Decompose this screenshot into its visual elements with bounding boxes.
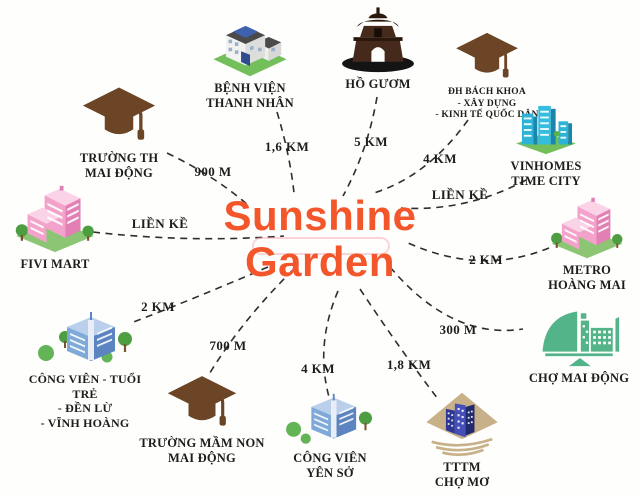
- node-vinhomes-time-city: VINHOMES TIME CITY: [488, 104, 604, 190]
- center-watermark: [252, 237, 390, 255]
- turtle-tower-icon: [342, 7, 414, 73]
- distance-label-vinhomes: LIỀN KỀ: [431, 187, 489, 202]
- connection-line-tttm-cho-mo: [359, 288, 439, 400]
- graduation-cap-icon: [82, 87, 156, 140]
- node-label: TRƯỜNG TH MAI ĐỘNG: [79, 151, 159, 181]
- node-cong-vien-yen-so: CÔNG VIÊN YÊN SỞ: [278, 392, 382, 482]
- distance-label-cong-vien-yen-so: 4 KM: [301, 361, 335, 376]
- park-building-icon: [286, 393, 372, 444]
- node-label: TRƯỜNG MẦM NON MAI ĐỘNG: [139, 436, 265, 466]
- node-benh-vien-thanh-nhan: BỆNH VIỆN THANH NHÂN: [183, 12, 317, 112]
- pink-building-icon: [551, 197, 623, 259]
- node-fivi-mart: FIVI MART: [4, 184, 106, 272]
- pink-building-icon: [15, 185, 94, 253]
- distance-label-tttm-cho-mo: 1,8 KM: [386, 357, 432, 372]
- node-label: TTTM CHỢ MƠ: [434, 460, 490, 490]
- node-label: HỒ GƯƠM: [345, 77, 411, 91]
- node-label: VINHOMES TIME CITY: [510, 159, 582, 189]
- node-cong-vien-tuoi-tre-den-lu-vinh-hoang: CÔNG VIÊN - TUỔI TRẺ - ĐỀN LỪ - VĨNH HOÀ…: [15, 309, 155, 431]
- distance-label-fivi-mart: LIỀN KỀ: [131, 216, 189, 231]
- distance-label-truong-th: 900 M: [194, 164, 232, 179]
- distance-label-metro: 2 KM: [469, 252, 503, 267]
- park-building-icon: [38, 312, 132, 363]
- node-label: FIVI MART: [20, 257, 90, 271]
- highrise-towers-icon: [516, 105, 576, 155]
- node-label: METRO HOÀNG MAI: [548, 263, 626, 293]
- node-truong-th-mai-dong: TRƯỜNG TH MAI ĐỘNG: [52, 86, 186, 182]
- connection-line-truong-mam-non: [207, 269, 294, 377]
- node-ho-guom: HỒ GƯƠM: [315, 6, 441, 92]
- node-truong-mam-non-mai-dong: TRƯỜNG MẦM NON MAI ĐỘNG: [133, 375, 271, 467]
- graduation-cap-icon: [167, 376, 237, 426]
- mall-logo-icon: [426, 392, 498, 457]
- node-cho-mai-dong: CHỢ MAI ĐỘNG: [518, 306, 640, 386]
- market-logo-icon: [542, 311, 620, 367]
- hospital-building-icon: [213, 25, 287, 77]
- project-title-line2: Garden: [244, 238, 396, 285]
- node-label: CHỢ MAI ĐỘNG: [528, 371, 630, 385]
- project-title: Sunshine Garden: [223, 193, 416, 285]
- graduation-cap-icon: [456, 32, 518, 78]
- node-label: CÔNG VIÊN YÊN SỞ: [293, 451, 367, 481]
- distance-label-benh-vien: 1,6 KM: [264, 139, 310, 154]
- distance-label-truong-mam-non: 700 M: [209, 338, 247, 353]
- distance-label-cho-mai-dong: 300 M: [439, 322, 477, 337]
- project-title-line1: Sunshine: [223, 192, 417, 239]
- node-metro-hoang-mai: METRO HOÀNG MAI: [533, 196, 640, 294]
- distance-label-cong-vien-tuoi-tre: 2 KM: [141, 299, 175, 314]
- node-label: BỆNH VIỆN THANH NHÂN: [206, 81, 294, 111]
- distance-label-dh-bach-khoa: 4 KM: [423, 151, 457, 166]
- connection-line-cong-vien-yen-so: [322, 290, 339, 398]
- node-label: CÔNG VIÊN - TUỔI TRẺ - ĐỀN LỪ - VĨNH HOÀ…: [28, 372, 142, 430]
- node-tttm-cho-mo: TTTM CHỢ MƠ: [410, 391, 514, 491]
- distance-label-ho-guom: 5 KM: [354, 134, 388, 149]
